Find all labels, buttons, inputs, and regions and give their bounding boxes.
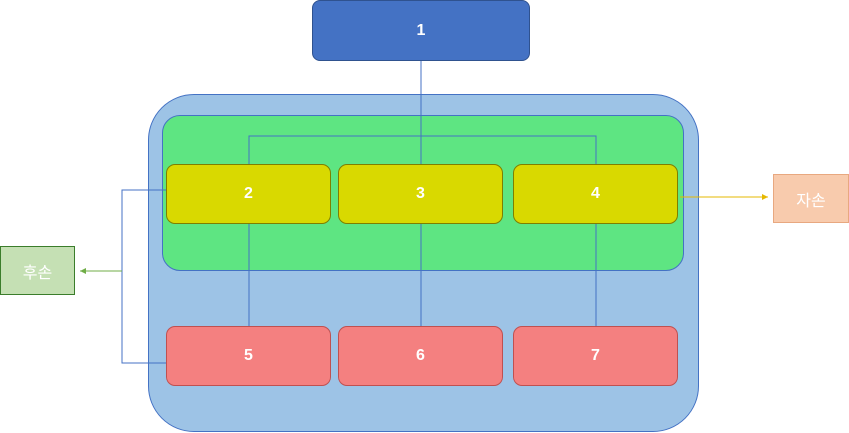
- node-4: 4: [513, 164, 678, 224]
- node-6: 6: [338, 326, 503, 386]
- node-2: 2: [166, 164, 331, 224]
- node-1: 1: [312, 0, 530, 61]
- right-label-box: 자손: [773, 174, 849, 223]
- connector-left-bracket: [121, 189, 166, 364]
- left-label-box: 후손: [0, 246, 75, 295]
- connector-2-4-bracket: [248, 135, 597, 164]
- node-3: 3: [338, 164, 503, 224]
- node-5: 5: [166, 326, 331, 386]
- node-7: 7: [513, 326, 678, 386]
